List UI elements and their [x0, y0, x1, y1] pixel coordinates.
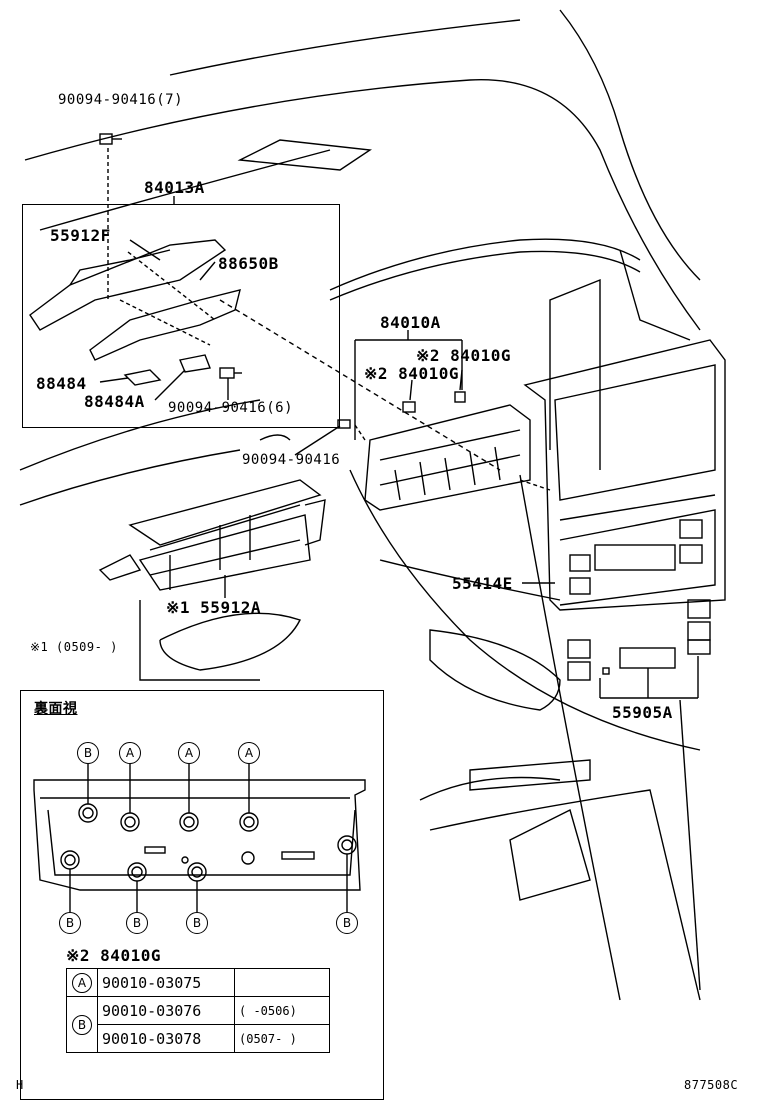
- rear-view-title: 裏面視: [34, 701, 78, 717]
- label-84010g-left: ※2 84010G: [364, 364, 459, 383]
- pin-marker-bottom-3: B: [186, 912, 208, 934]
- pin-marker-top-1: B: [77, 742, 99, 764]
- label-part-55905a: 55905A: [612, 703, 673, 722]
- table-row: 90010-03078 (0507- ): [67, 1024, 330, 1053]
- label-bolt-top: 90094-90416(7): [58, 92, 184, 108]
- pin-marker-top-2: A: [119, 742, 141, 764]
- footer-diagram-code: 877508C: [684, 1078, 739, 1092]
- label-bolt-mid: 90094-90416: [242, 452, 341, 468]
- label-assy-84013a: 84013A: [144, 178, 205, 197]
- label-part-55414e: 55414E: [452, 574, 513, 593]
- label-part-55912a: ※1 55912A: [166, 598, 261, 617]
- pin-marker-bottom-1: B: [59, 912, 81, 934]
- assy-84013a-frame: [22, 204, 340, 428]
- label-part-55912f: 55912F: [50, 226, 111, 245]
- part-number: 90010-03075: [97, 968, 235, 997]
- date-range: (0507- ): [234, 1024, 330, 1053]
- table-title: ※2 84010G: [66, 946, 161, 965]
- table-row: A 90010-03075: [66, 968, 330, 997]
- label-part-88484a: 88484A: [84, 392, 145, 411]
- label-part-88484: 88484: [36, 374, 87, 393]
- pin-marker-bottom-2: B: [126, 912, 148, 934]
- date-range: ( -0506): [234, 996, 330, 1025]
- rear-view-frame: [20, 690, 384, 1100]
- date-range: [234, 968, 330, 997]
- part-number: 90010-03076: [97, 996, 235, 1025]
- part-number: 90010-03078: [97, 1024, 235, 1053]
- key-marker: A: [72, 972, 92, 993]
- label-bolt-6: 90094-90416(6): [168, 400, 294, 416]
- pin-marker-bottom-4: B: [336, 912, 358, 934]
- pin-marker-top-3: A: [178, 742, 200, 764]
- pin-marker-top-4: A: [238, 742, 260, 764]
- footer-left: H: [16, 1078, 24, 1092]
- rear-view-drawing: [33, 764, 366, 912]
- label-assy-84010a: 84010A: [380, 313, 441, 332]
- label-part-88650b: 88650B: [218, 254, 279, 273]
- label-84010g-right: ※2 84010G: [416, 346, 511, 365]
- fastener-table: A 90010-03075 B 90010-03076 ( -0506) 900…: [66, 968, 330, 1053]
- table-row: B 90010-03076 ( -0506): [66, 996, 330, 1053]
- key-marker: B: [72, 1014, 92, 1035]
- note-1-range: ※1 (0509- ): [30, 640, 118, 654]
